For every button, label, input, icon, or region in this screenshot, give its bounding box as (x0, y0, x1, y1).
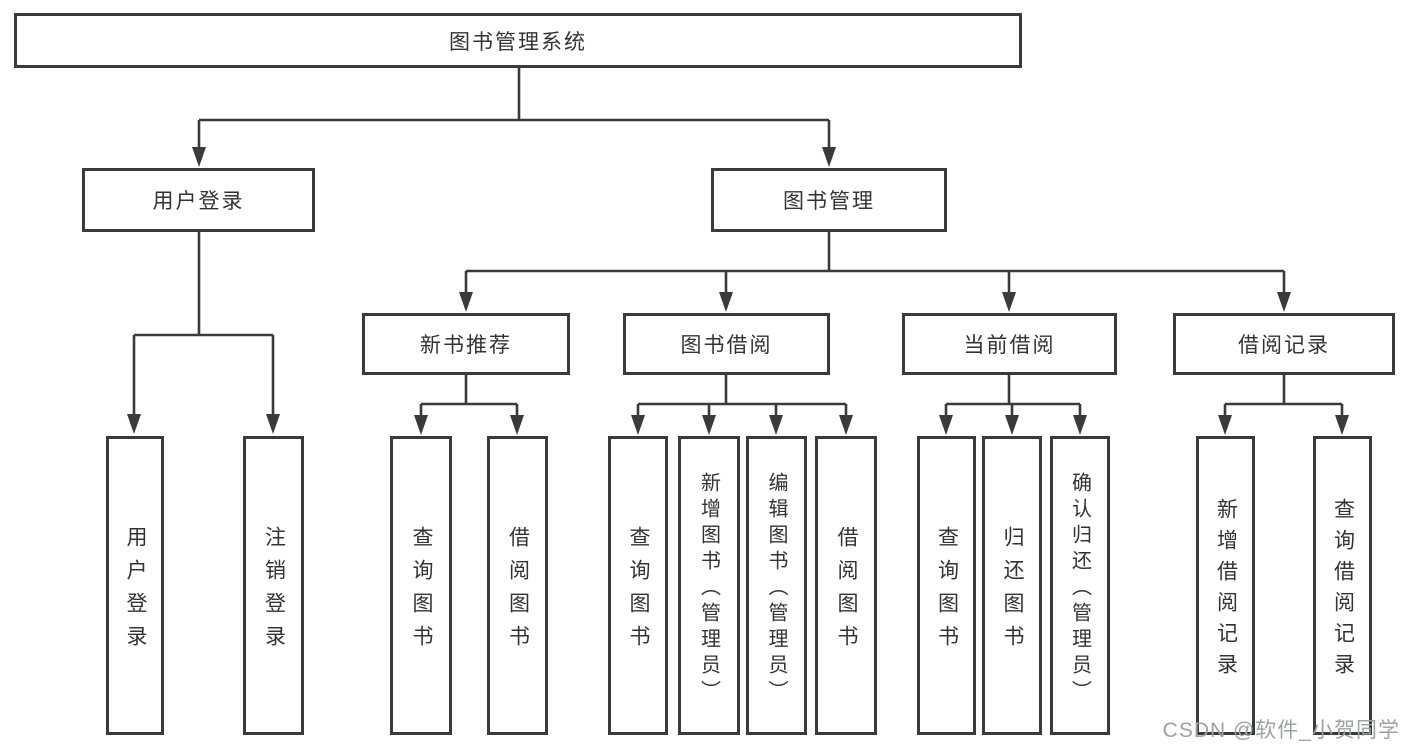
leaf-query-borrow-record: 查询借阅记录 (1313, 436, 1372, 735)
leaf-add-borrow-record-label: 新增借阅记录 (1214, 497, 1238, 684)
node-borrowing-records-label: 借阅记录 (1238, 334, 1330, 357)
node-user-login: 用户登录 (82, 168, 315, 232)
watermark: CSDN @软件_小贺同学 (1162, 719, 1400, 742)
node-borrowing-records: 借阅记录 (1173, 313, 1395, 375)
leaf-logout-label: 注销登录 (262, 525, 286, 658)
node-user-login-label: 用户登录 (152, 190, 245, 213)
node-root: 图书管理系统 (14, 13, 1022, 68)
node-root-label: 图书管理系统 (449, 30, 587, 54)
leaf-add-book-admin: 新增图书（管理员） (678, 436, 740, 735)
leaf-query-books-2: 查询图书 (608, 436, 668, 735)
node-book-management-label: 图书管理 (783, 190, 875, 213)
leaf-return-book-label: 归还图书 (1001, 525, 1024, 658)
leaf-confirm-return-admin: 确认归还（管理员） (1050, 436, 1110, 735)
node-current-borrowing: 当前借阅 (902, 313, 1117, 375)
leaf-query-books-1: 查询图书 (390, 436, 452, 735)
leaf-add-book-admin-label: 新增图书（管理员） (697, 471, 720, 706)
leaf-edit-book-admin-label: 编辑图书（管理员） (765, 471, 787, 706)
node-current-borrowing-label: 当前借阅 (963, 334, 1056, 357)
node-book-borrowing: 图书借阅 (623, 313, 830, 375)
leaf-borrow-books-1: 借阅图书 (487, 436, 548, 735)
leaf-borrow-books-1-label: 借阅图书 (506, 525, 530, 658)
leaf-borrow-books-2-label: 借阅图书 (835, 525, 858, 658)
node-new-book-recommend: 新书推荐 (362, 313, 570, 375)
leaf-query-books-2-label: 查询图书 (627, 525, 650, 658)
node-book-management: 图书管理 (711, 168, 947, 232)
leaf-user-login: 用户登录 (106, 436, 164, 735)
leaf-return-book: 归还图书 (982, 436, 1042, 735)
leaf-query-books-3-label: 查询图书 (935, 525, 959, 658)
arrowheads (127, 147, 1349, 435)
node-book-borrowing-label: 图书借阅 (680, 334, 773, 357)
leaf-logout: 注销登录 (243, 436, 304, 735)
leaf-query-books-1-label: 查询图书 (410, 525, 433, 658)
leaf-query-borrow-record-label: 查询借阅记录 (1331, 497, 1355, 684)
leaf-confirm-return-admin-label: 确认归还（管理员） (1068, 471, 1091, 706)
leaf-edit-book-admin: 编辑图书（管理员） (746, 436, 807, 735)
leaf-user-login-label: 用户登录 (124, 525, 147, 658)
leaf-borrow-books-2: 借阅图书 (815, 436, 877, 735)
leaf-query-books-3: 查询图书 (917, 436, 976, 735)
leaf-add-borrow-record: 新增借阅记录 (1196, 436, 1255, 735)
node-new-book-recommend-label: 新书推荐 (420, 334, 512, 357)
